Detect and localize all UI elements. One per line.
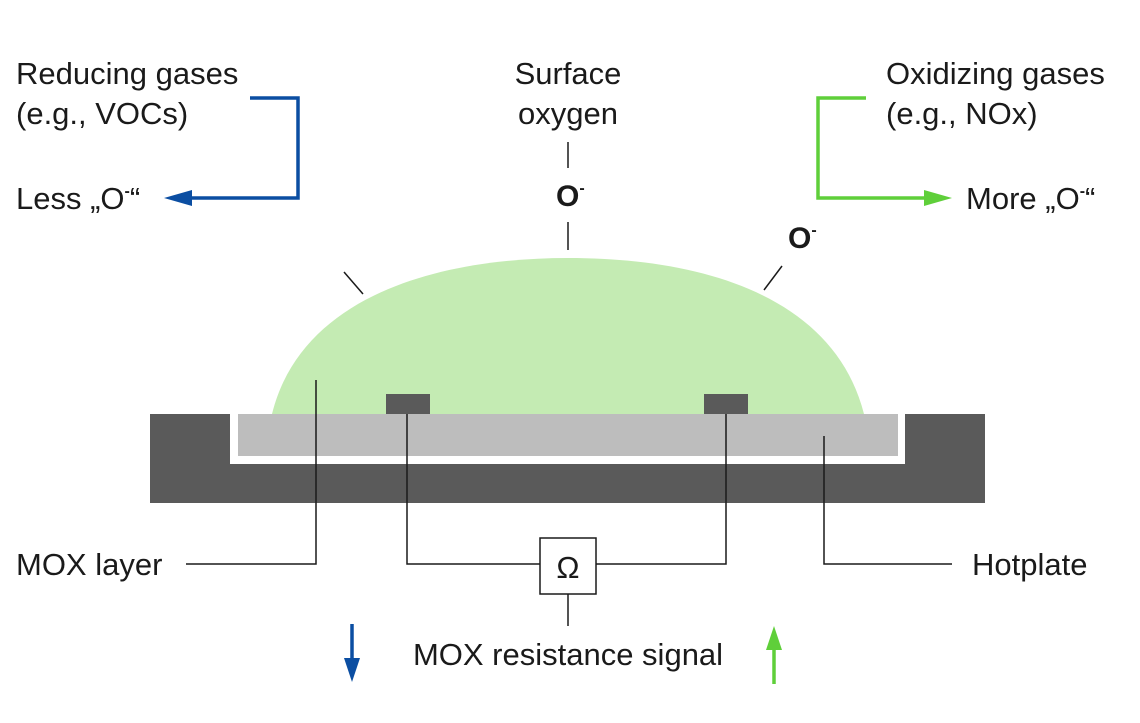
mox-layer-label: MOX layer bbox=[16, 547, 162, 582]
less-oxygen-close: “ bbox=[130, 181, 140, 216]
oxygen-ion-top: O- bbox=[556, 180, 585, 213]
less-oxygen-label: Less „O-“ bbox=[16, 181, 140, 216]
more-oxygen-text: More „O bbox=[966, 181, 1080, 216]
oxygen-ion-right-charge: - bbox=[811, 222, 816, 239]
more-oxygen-close: “ bbox=[1085, 181, 1095, 216]
electrode-left bbox=[386, 394, 430, 414]
ohm-symbol: Ω bbox=[556, 550, 579, 585]
surface-oxygen-label-line2: oxygen bbox=[518, 96, 618, 131]
oxygen-ion-right-symbol: O bbox=[788, 222, 811, 255]
mox-layer-dome bbox=[272, 258, 864, 414]
oxygen-ion-top-symbol: O bbox=[556, 180, 579, 213]
substrate bbox=[150, 414, 985, 503]
signal-down-arrowhead bbox=[344, 658, 360, 682]
right-surface-tick bbox=[763, 265, 783, 291]
mox-layer-leader bbox=[186, 380, 317, 565]
oxidizing-gases-example: (e.g., NOx) bbox=[886, 96, 1038, 131]
oxidizing-gases-label: Oxidizing gases bbox=[886, 56, 1105, 91]
right-electrode-wire bbox=[596, 414, 727, 565]
oxidizing-arrowhead bbox=[924, 190, 952, 206]
signal-up-arrowhead bbox=[766, 626, 782, 650]
resistance-signal-label: MOX resistance signal bbox=[413, 637, 723, 672]
reducing-arrow-path bbox=[185, 96, 300, 200]
reducing-arrowhead bbox=[164, 190, 192, 206]
less-oxygen-text: Less „O bbox=[16, 181, 125, 216]
less-oxygen-charge: - bbox=[125, 183, 130, 200]
electrode-right bbox=[704, 394, 748, 414]
more-oxygen-label: More „O-“ bbox=[966, 181, 1095, 216]
hotplate-plate bbox=[238, 414, 898, 456]
left-electrode-wire bbox=[406, 414, 540, 565]
surface-oxygen-label: Surface bbox=[515, 56, 622, 91]
hotplate-leader bbox=[823, 436, 952, 565]
reducing-gases-label: Reducing gases bbox=[16, 56, 238, 91]
oxidizing-arrow-path bbox=[816, 96, 930, 200]
more-oxygen-charge: - bbox=[1080, 183, 1085, 200]
oxygen-ion-top-charge: - bbox=[579, 180, 584, 197]
oxygen-ion-right: O- bbox=[788, 222, 817, 255]
reducing-gases-example: (e.g., VOCs) bbox=[16, 96, 188, 131]
ohmmeter-box bbox=[539, 537, 597, 595]
hotplate-label: Hotplate bbox=[972, 547, 1087, 582]
left-surface-tick bbox=[343, 271, 364, 295]
